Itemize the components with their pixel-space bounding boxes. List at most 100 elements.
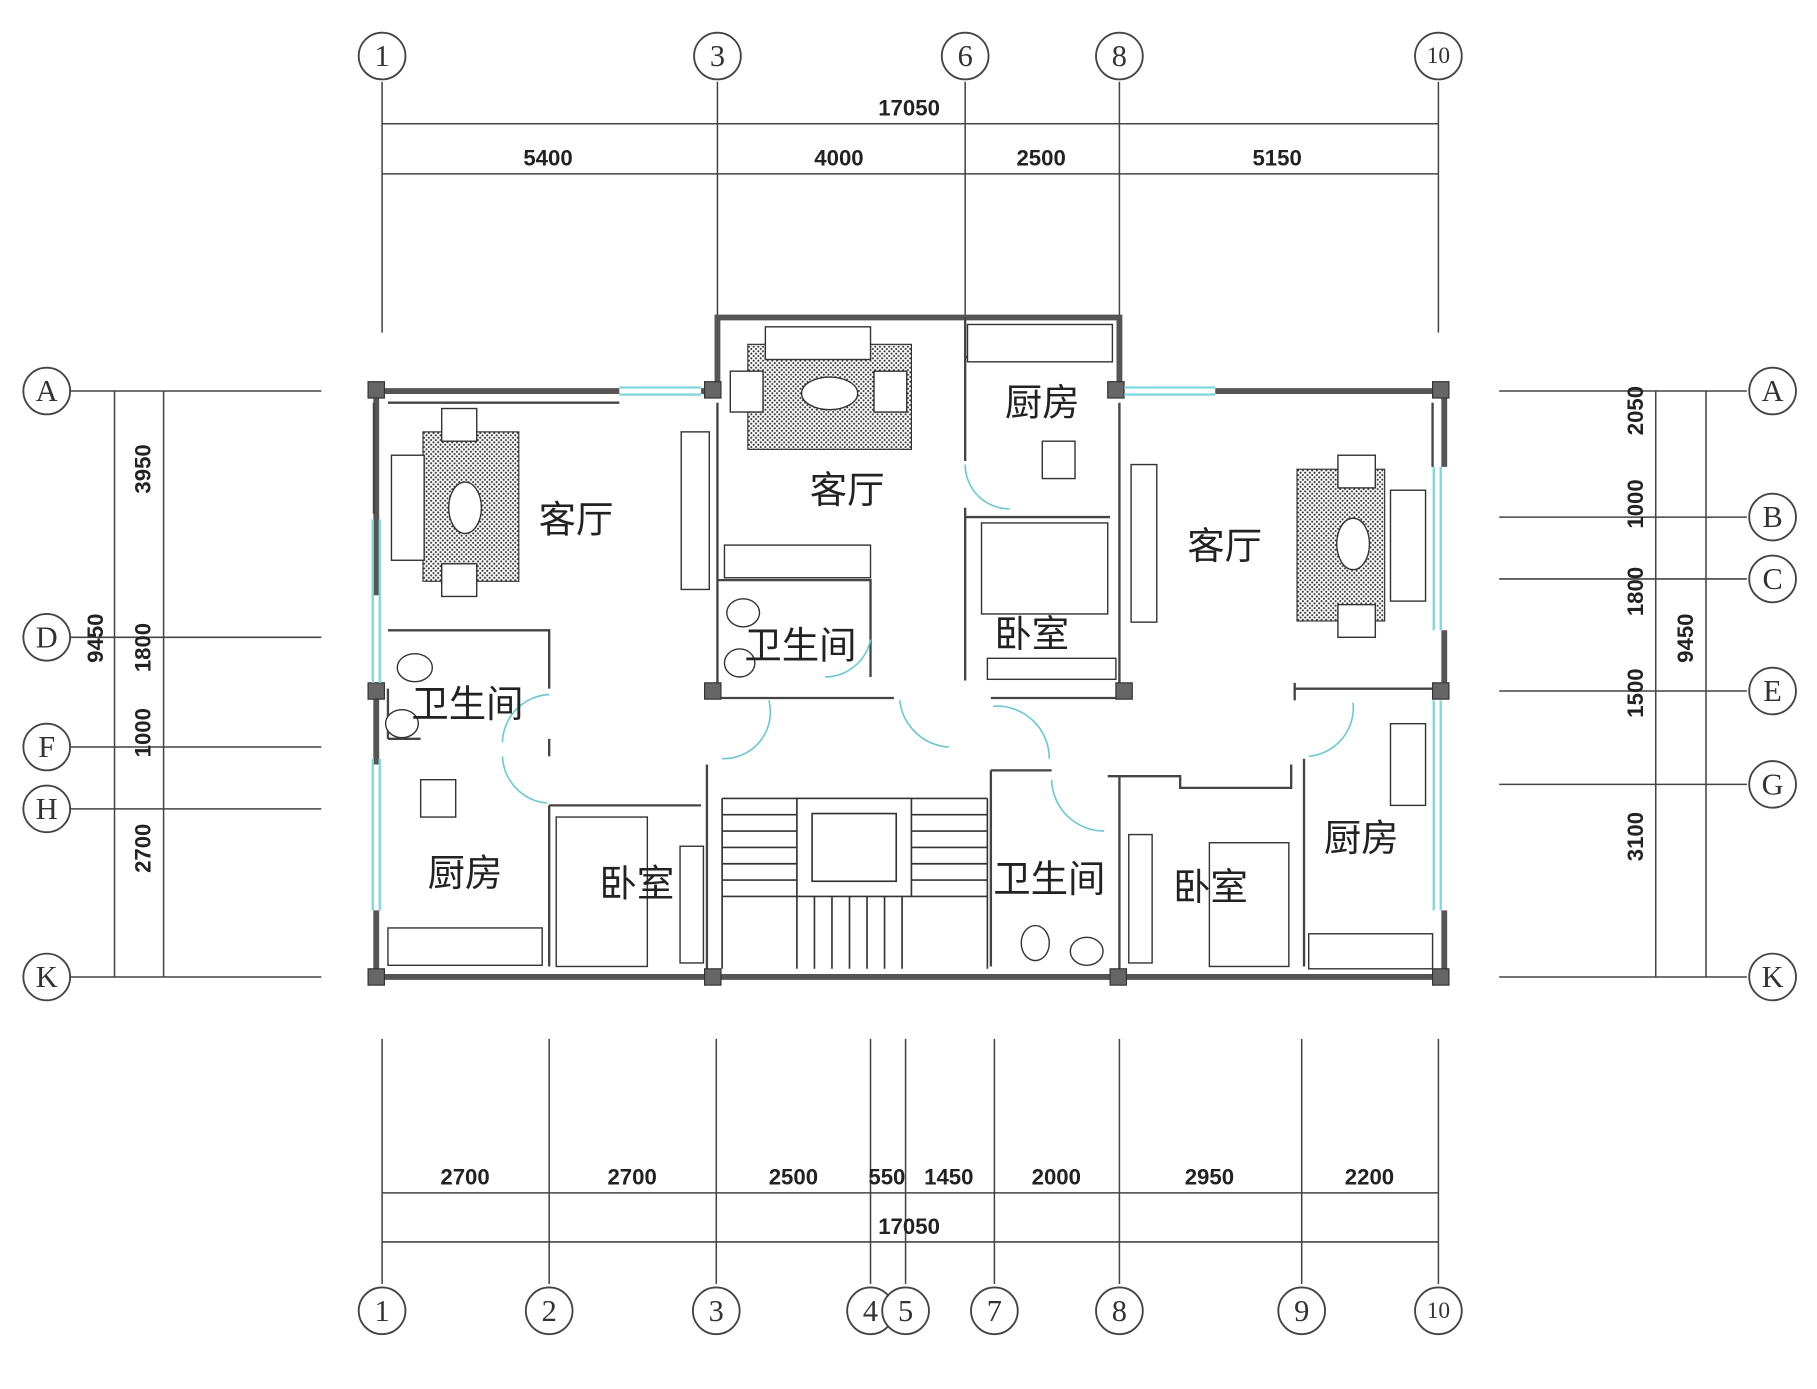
doors: [501, 464, 1355, 832]
top-dim: 4000: [814, 146, 863, 171]
axis-marker: H: [22, 784, 72, 834]
axis-marker: G: [1748, 760, 1797, 809]
room-label-living-left: 客厅: [539, 497, 614, 541]
svg-text:F: F: [38, 730, 55, 764]
axis-marker: 1: [357, 31, 407, 81]
right-dim: 2050: [1623, 386, 1648, 435]
svg-text:H: H: [36, 792, 58, 826]
axis-marker: 9: [1277, 1286, 1327, 1336]
room-label-living-right: 客厅: [1187, 524, 1262, 568]
axis-marker: 3: [693, 31, 742, 81]
left-dim: 3950: [131, 444, 156, 493]
walls: [367, 314, 1450, 986]
svg-text:7: 7: [987, 1294, 1002, 1328]
svg-text:K: K: [1762, 960, 1784, 994]
axis-marker: 4: [846, 1286, 895, 1336]
svg-text:8: 8: [1112, 1294, 1127, 1328]
bottom-dimensions: 2700 2700 2500 550 1450 2000 2950 2200 1…: [381, 1038, 1440, 1284]
right-dim: 1000: [1623, 479, 1648, 528]
axis-marker: 10: [1414, 31, 1463, 81]
top-dimensions: 17050 5400 4000 2500 5150: [381, 81, 1440, 333]
svg-text:K: K: [36, 960, 58, 994]
svg-text:2: 2: [542, 1294, 557, 1328]
axis-marker: 5: [881, 1286, 930, 1336]
room-labels: 客厅 客厅 客厅 厨房 厨房 厨房 卧室 卧室 卧室 卫生间 卫生间 卫生间: [411, 381, 1398, 909]
svg-text:5: 5: [898, 1294, 913, 1328]
axis-marker: F: [22, 722, 72, 772]
windows: [371, 386, 1442, 911]
svg-text:A: A: [36, 374, 58, 408]
svg-text:1: 1: [374, 39, 389, 73]
axis-marker: E: [1748, 666, 1797, 716]
svg-text:1: 1: [374, 1294, 389, 1328]
right-dimensions: 2050 1000 1800 1500 3100 9450: [1499, 386, 1747, 978]
room-label-kitchen-top: 厨房: [1005, 381, 1080, 425]
top-total-dim: 17050: [878, 96, 940, 121]
right-dim: 1500: [1623, 668, 1648, 717]
axis-marker: 1: [357, 1286, 407, 1336]
axis-marker: 3: [691, 1286, 741, 1336]
svg-text:3: 3: [709, 1294, 724, 1328]
svg-text:6: 6: [958, 39, 973, 73]
svg-text:B: B: [1762, 500, 1782, 534]
axis-marker: A: [1748, 366, 1797, 416]
bottom-axis-markers: 1 2 3 4 5 7 8 9 10: [357, 1286, 1463, 1336]
left-dim: 2700: [131, 824, 156, 873]
svg-text:9: 9: [1294, 1294, 1309, 1328]
bottom-total-dim: 17050: [878, 1214, 940, 1239]
axis-marker: B: [1748, 492, 1797, 542]
room-label-living-center: 客厅: [810, 468, 885, 512]
left-total-dim: 9450: [83, 614, 108, 663]
axis-marker: K: [22, 952, 72, 1002]
right-total-dim: 9450: [1673, 614, 1698, 663]
furniture: [384, 323, 1434, 970]
svg-text:3: 3: [710, 39, 725, 73]
axis-marker: C: [1748, 554, 1797, 604]
left-dimensions: 9450 3950 1800 1000 2700: [70, 390, 322, 978]
top-dim: 5400: [523, 146, 572, 171]
room-label-bedroom-center: 卧室: [994, 612, 1069, 656]
staircase: [721, 797, 989, 969]
svg-text:A: A: [1762, 374, 1784, 408]
right-axis-markers: A B C E G K: [1748, 366, 1797, 1002]
bottom-dim: 2200: [1345, 1165, 1394, 1190]
axis-marker: 8: [1095, 31, 1144, 81]
bottom-dim: 2000: [1032, 1165, 1081, 1190]
svg-text:D: D: [36, 620, 58, 654]
room-label-bath-center: 卫生间: [744, 623, 856, 667]
bottom-dim: 2950: [1185, 1165, 1234, 1190]
room-label-bath-left: 卫生间: [411, 682, 523, 726]
right-dim: 1800: [1623, 567, 1648, 616]
room-label-kitchen-right: 厨房: [1324, 816, 1399, 860]
room-label-bedroom-left: 卧室: [599, 862, 674, 906]
bottom-dim: 2500: [769, 1165, 818, 1190]
room-label-bedroom-right: 卧室: [1173, 865, 1248, 909]
svg-text:E: E: [1763, 674, 1782, 708]
svg-text:G: G: [1762, 767, 1784, 801]
left-dim: 1000: [131, 708, 156, 757]
axis-marker: 6: [940, 31, 990, 81]
room-label-kitchen-left: 厨房: [428, 851, 503, 895]
room-label-bath-bottom: 卫生间: [993, 857, 1105, 901]
bottom-dim: 1450: [924, 1165, 973, 1190]
axis-marker: 8: [1095, 1286, 1144, 1336]
top-dim: 5150: [1252, 146, 1301, 171]
axis-marker: 2: [524, 1286, 574, 1336]
left-dim: 1800: [131, 623, 156, 672]
axis-marker: A: [22, 366, 72, 416]
right-dim: 3100: [1623, 812, 1648, 861]
svg-text:C: C: [1762, 562, 1782, 596]
svg-text:4: 4: [863, 1294, 878, 1328]
svg-text:10: 10: [1427, 43, 1450, 69]
svg-text:10: 10: [1427, 1298, 1450, 1324]
axis-marker: K: [1748, 952, 1797, 1002]
left-axis-markers: A D F H K: [22, 366, 72, 1002]
axis-marker: 7: [970, 1286, 1019, 1336]
axis-marker: 10: [1414, 1286, 1463, 1336]
top-dim: 2500: [1016, 146, 1065, 171]
svg-text:8: 8: [1112, 39, 1127, 73]
bottom-dim: 2700: [607, 1165, 656, 1190]
top-axis-markers: 1 3 6 8 10: [357, 31, 1463, 81]
